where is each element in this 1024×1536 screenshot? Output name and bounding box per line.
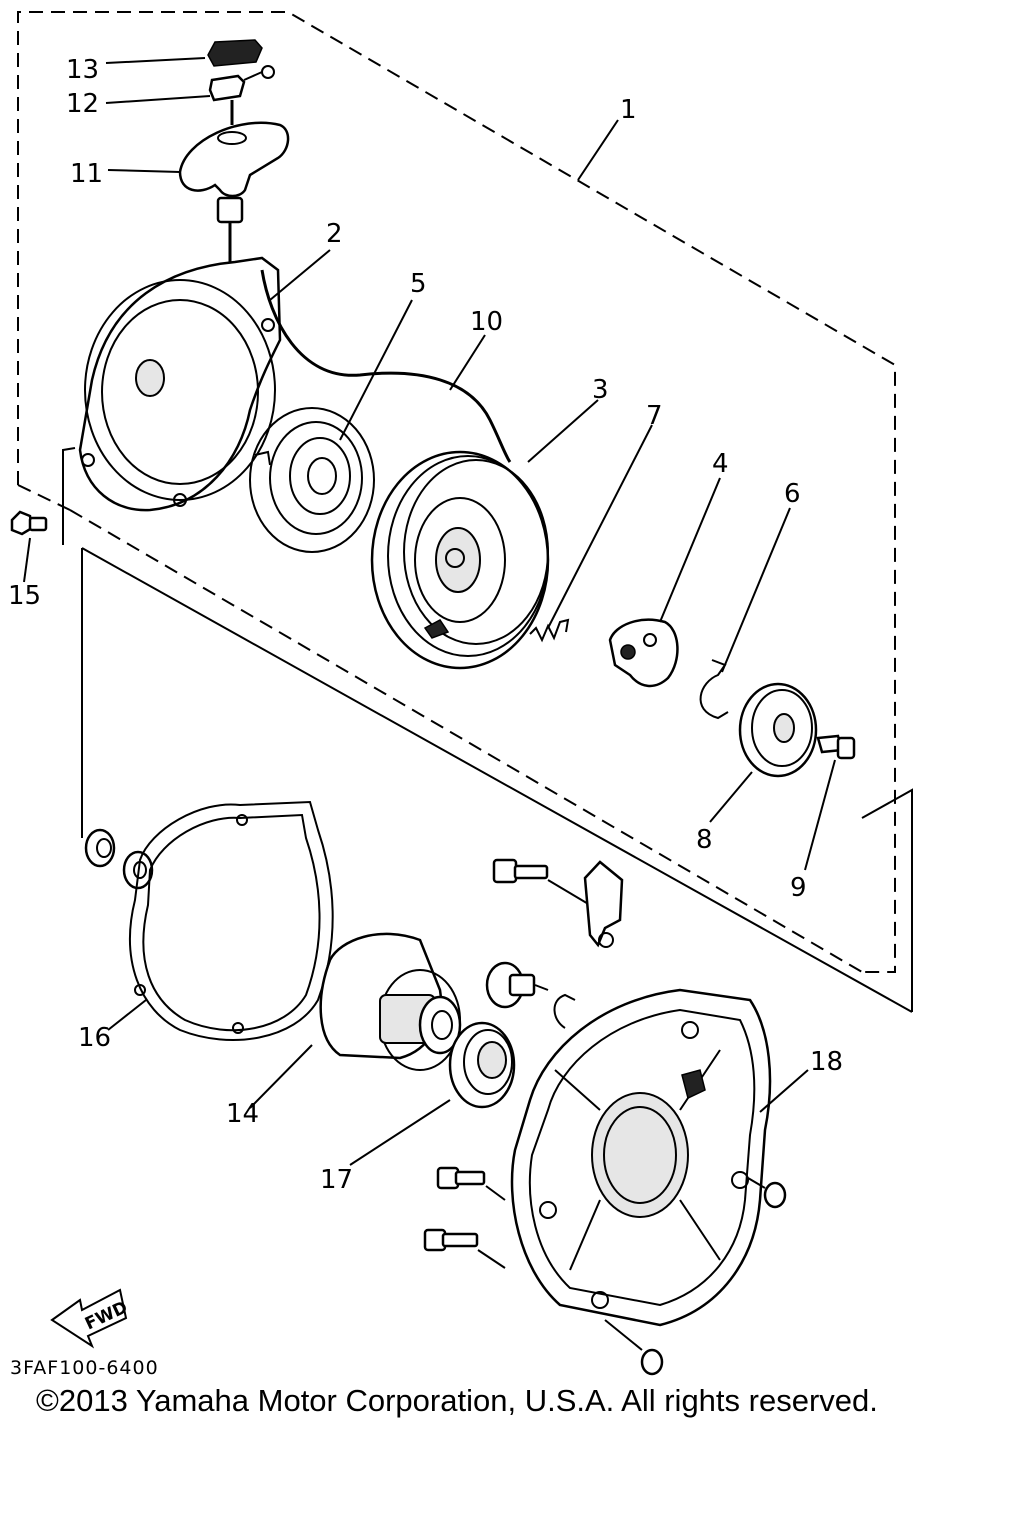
part-8-plate bbox=[738, 682, 818, 778]
callout-17: 17 bbox=[320, 1165, 353, 1195]
callout-18: 18 bbox=[810, 1047, 843, 1077]
nut-and-washer bbox=[84, 828, 154, 890]
callout-labels: 13 12 11 1 2 5 10 3 7 4 6 15 8 9 16 18 1… bbox=[8, 55, 843, 1195]
part-7-drive-spring bbox=[529, 618, 570, 643]
part-2-starter-case bbox=[78, 256, 282, 512]
part-14-drive-pulley bbox=[319, 932, 462, 1071]
part-15-bolt bbox=[10, 510, 48, 536]
callout-8: 8 bbox=[696, 825, 713, 855]
callout-16: 16 bbox=[78, 1023, 111, 1053]
callout-13: 13 bbox=[66, 55, 99, 85]
callout-11: 11 bbox=[70, 159, 103, 189]
callout-12: 12 bbox=[66, 89, 99, 119]
assembly-boundary-upper bbox=[17, 11, 896, 973]
callout-7: 7 bbox=[646, 401, 663, 431]
leader-lines bbox=[23, 57, 836, 1166]
callout-15: 15 bbox=[8, 581, 41, 611]
callout-10: 10 bbox=[470, 307, 503, 337]
part-6-clip bbox=[699, 659, 729, 720]
part-17-oil-seal bbox=[448, 1021, 516, 1109]
hose-bracket bbox=[583, 860, 624, 948]
fwd-label: FWD bbox=[82, 1298, 131, 1335]
part-11-starter-handle bbox=[178, 121, 290, 268]
part-3-sheave-drum bbox=[370, 450, 550, 670]
callout-2: 2 bbox=[326, 219, 343, 249]
cover-bolts bbox=[423, 858, 591, 1269]
part-18-crankcase-cover bbox=[510, 988, 772, 1327]
copyright-notice: ©2013 Yamaha Motor Corporation, U.S.A. A… bbox=[36, 1383, 878, 1418]
callout-14: 14 bbox=[226, 1099, 259, 1129]
callout-3: 3 bbox=[592, 375, 609, 405]
part-13-handle-cap bbox=[207, 39, 263, 67]
callout-4: 4 bbox=[712, 449, 729, 479]
part-5-spiral-spring bbox=[249, 407, 375, 553]
part-4-drive-pawl bbox=[608, 618, 679, 688]
callout-1: 1 bbox=[620, 95, 637, 125]
plug-and-circlip bbox=[485, 961, 576, 1029]
forward-arrow: FWD bbox=[50, 1288, 131, 1349]
part-12-rope-anchor bbox=[208, 65, 275, 125]
dowel-pins bbox=[604, 1177, 787, 1376]
part-9-bolt bbox=[816, 734, 856, 760]
callout-9: 9 bbox=[790, 873, 807, 903]
diagram-part-code: 3FAF100-6400 bbox=[10, 1357, 159, 1379]
assembly-boundary-lower bbox=[62, 447, 913, 1013]
part-16-gasket bbox=[129, 800, 334, 1041]
callout-6: 6 bbox=[784, 479, 801, 509]
part-10-recoil-rope bbox=[260, 269, 512, 463]
callout-5: 5 bbox=[410, 269, 427, 299]
